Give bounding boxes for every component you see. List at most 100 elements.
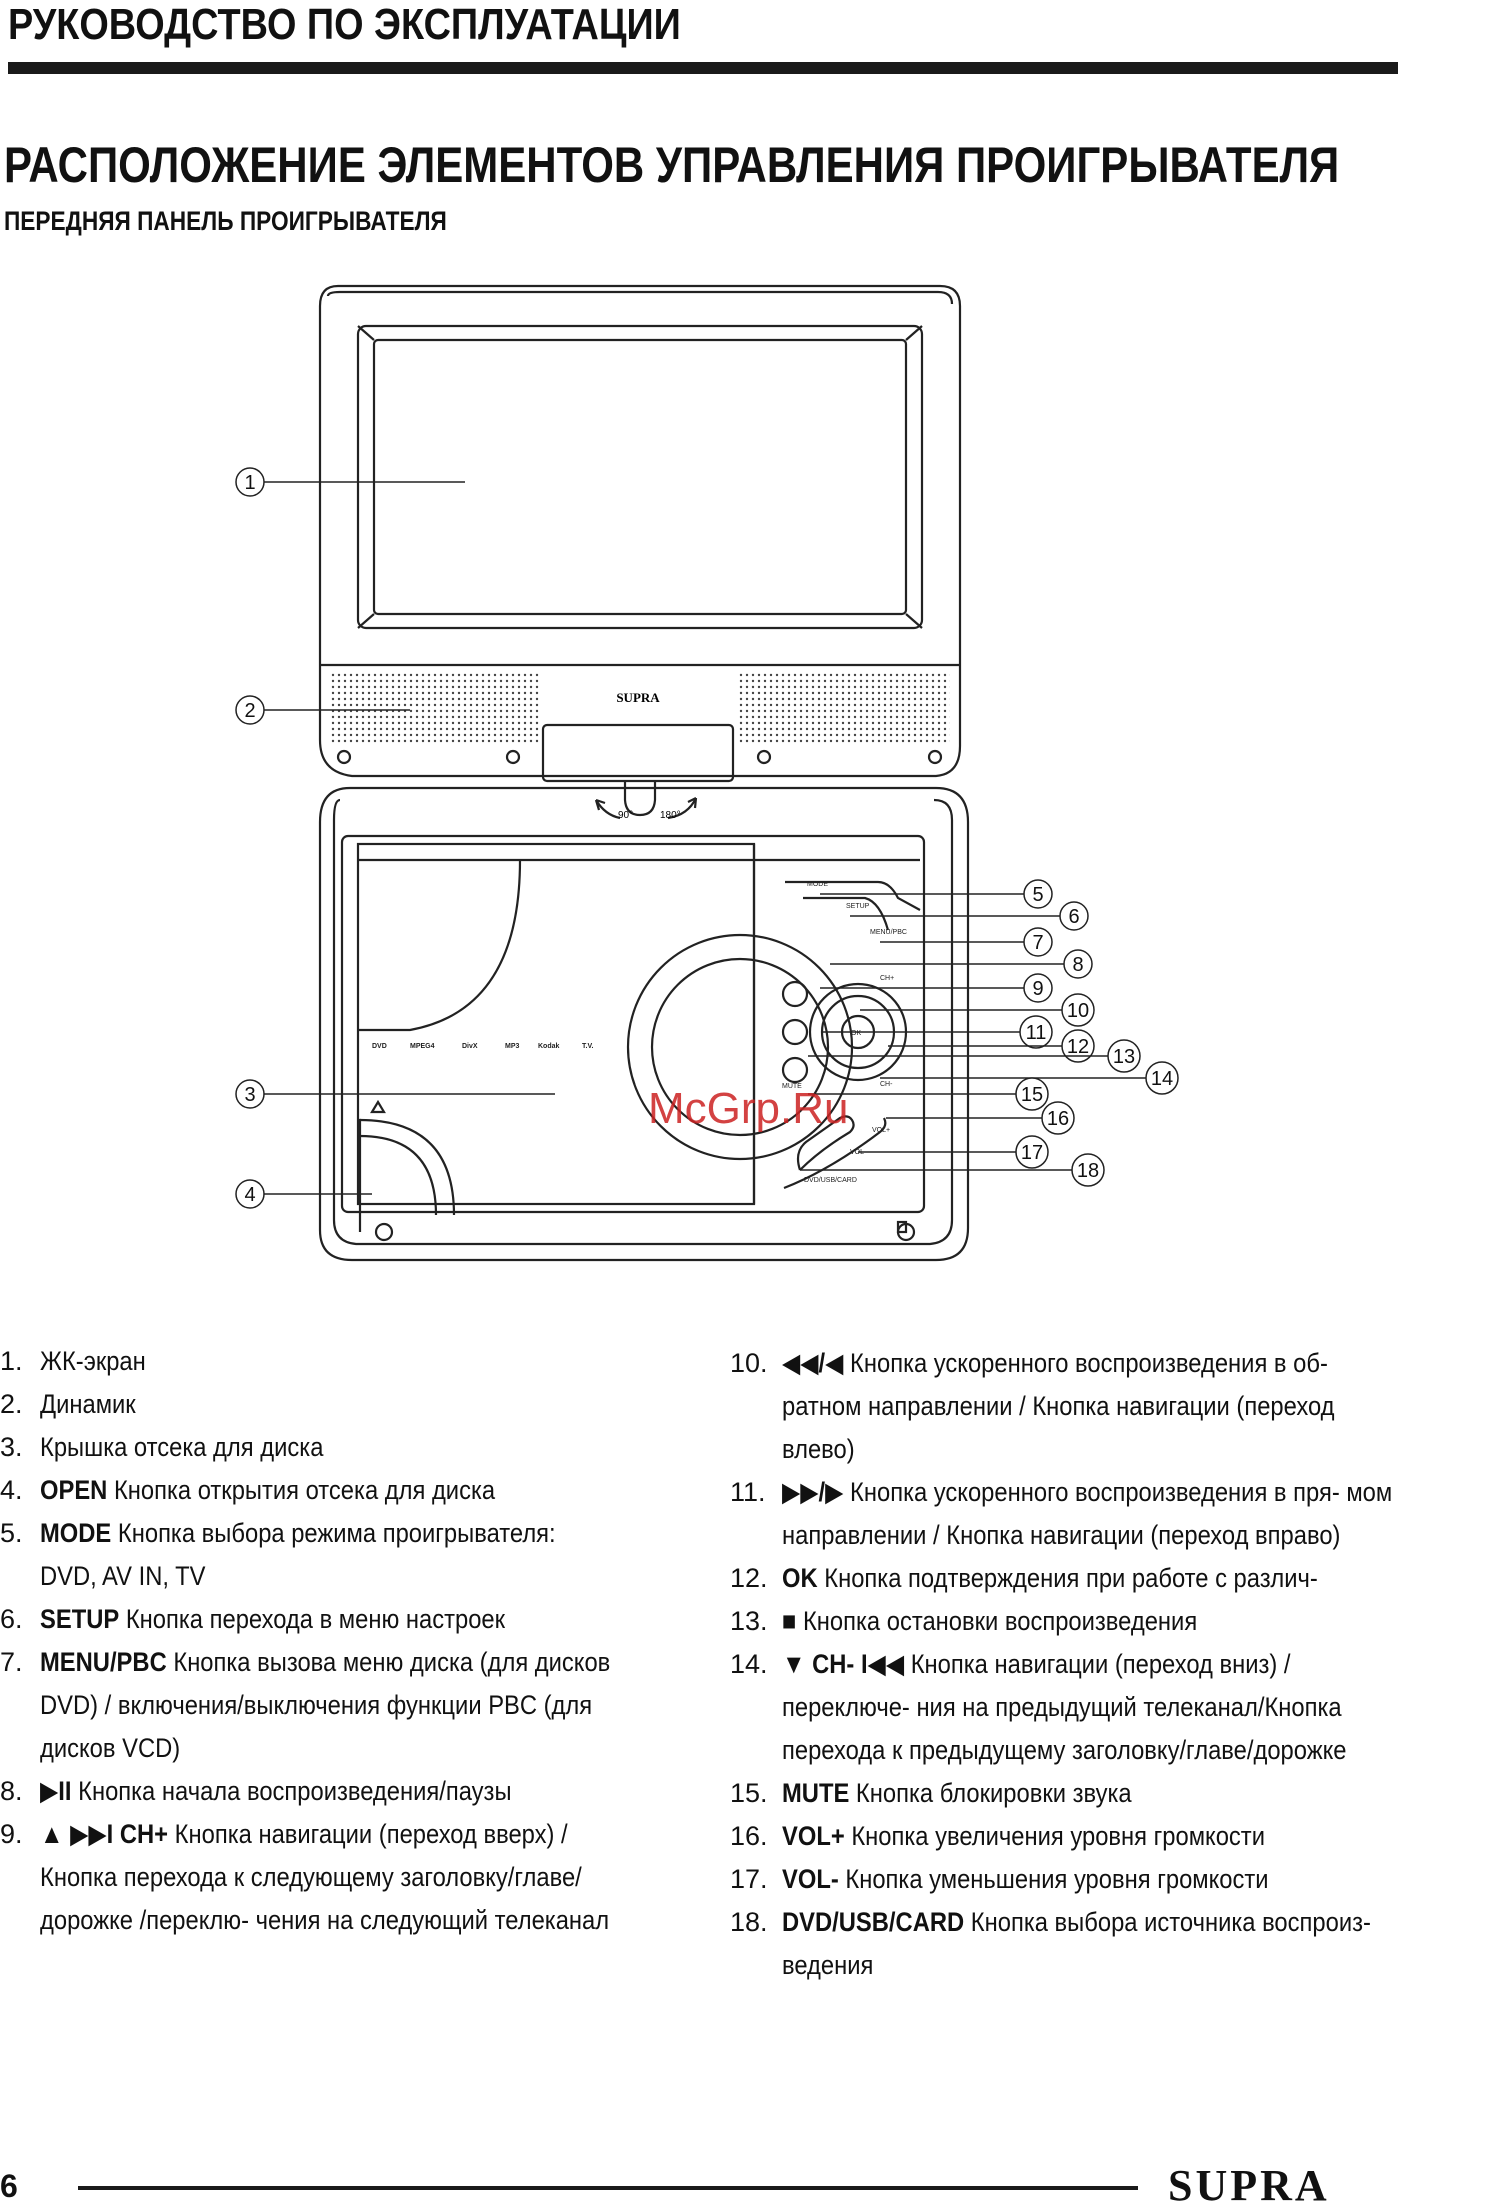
- callout-9: 9: [820, 973, 1053, 1003]
- list-item-key: OK: [782, 1563, 818, 1593]
- list-item-number: 9.: [0, 1819, 23, 1849]
- svg-text:5: 5: [1032, 884, 1043, 906]
- list-item: 6.SETUP Кнопка перехода в меню настроек: [0, 1598, 690, 1641]
- list-item-body: ▶II Кнопка начала воспроизведения/паузы: [40, 1770, 612, 1813]
- list-item: 5.MODE Кнопка выбора режима проигрывател…: [0, 1512, 690, 1598]
- svg-text:Kodak: Kodak: [538, 1043, 560, 1050]
- list-item-number: 17.: [730, 1864, 768, 1894]
- callout-7: 7: [880, 927, 1053, 957]
- list-item: 4.OPEN Кнопка открытия отсека для диска: [0, 1469, 690, 1512]
- svg-text:SETUP: SETUP: [846, 903, 870, 910]
- list-item: 18. DVD/USB/CARD Кнопка выбора источника …: [730, 1901, 1485, 1987]
- brand-logo: SUPRA: [1168, 2161, 1330, 2210]
- list-item-text: Динамик: [40, 1389, 136, 1419]
- list-item-text: Кнопка выбора режима проигрывателя: DVD,…: [40, 1518, 556, 1591]
- list-item-body: ▲ ▶▶I CH+ Кнопка навигации (переход ввер…: [40, 1813, 612, 1942]
- list-item-text: Кнопка остановки воспроизведения: [802, 1606, 1198, 1636]
- svg-text:13: 13: [1113, 1046, 1135, 1068]
- list-item-text: Кнопка выбора источника воспроиз- ведени…: [782, 1907, 1371, 1980]
- list-item-number: 14.: [730, 1649, 768, 1679]
- list-item-text: Крышка отсека для диска: [40, 1432, 324, 1462]
- list-item-text: Кнопка блокировки звука: [855, 1778, 1132, 1808]
- list-item-key: DVD/USB/CARD: [782, 1907, 965, 1937]
- list-item-text: Кнопка подтверждения при работе с различ…: [824, 1563, 1318, 1593]
- list-item-number: 6.: [0, 1604, 23, 1634]
- callout-5: 5: [820, 879, 1053, 909]
- svg-text:18: 18: [1077, 1160, 1099, 1182]
- svg-text:T.V.: T.V.: [582, 1043, 593, 1050]
- list-item-text: Кнопка начала воспроизведения/паузы: [78, 1776, 512, 1806]
- callout-11: 11: [822, 1015, 1053, 1049]
- list-item: 13.■ Кнопка остановки воспроизведения: [730, 1600, 1485, 1643]
- list-item: 2. Динамик: [0, 1383, 690, 1426]
- svg-text:180°: 180°: [660, 810, 681, 821]
- list-item-number: 5.: [0, 1518, 23, 1548]
- list-item-text: Кнопка навигации (переход вниз) / перекл…: [782, 1649, 1347, 1765]
- base-outline: [318, 786, 970, 1262]
- list-item-number: 11.: [730, 1477, 766, 1507]
- list-item-key: MUTE: [782, 1778, 850, 1808]
- list-item-body: Крышка отсека для диска: [40, 1426, 612, 1469]
- callout-10: 10: [860, 993, 1095, 1027]
- svg-text:CH+: CH+: [880, 975, 894, 982]
- list-item-key: ▼ CH- I◀◀: [782, 1649, 905, 1679]
- list-item: 9. ▲ ▶▶I CH+ Кнопка навигации (переход вв…: [0, 1813, 690, 1942]
- parts-list-right: 10. ◀◀/◀ Кнопка ускоренного воспроизведен…: [730, 1342, 1485, 1987]
- list-item-number: 8.: [0, 1776, 23, 1806]
- list-item-key: ◀◀/◀: [782, 1348, 844, 1378]
- svg-text:6: 6: [1068, 906, 1079, 928]
- svg-text:17: 17: [1021, 1142, 1043, 1164]
- list-item-text: Кнопка уменьшения уровня громкости: [845, 1864, 1269, 1894]
- svg-text:DVD/USB/CARD: DVD/USB/CARD: [804, 1177, 857, 1184]
- list-item-body: Динамик: [40, 1383, 612, 1426]
- list-item: 7. MENU/PBC Кнопка вызова меню диска (для…: [0, 1641, 690, 1770]
- list-item-body: VOL+ Кнопка увеличения уровня громкости: [782, 1815, 1401, 1858]
- svg-text:3: 3: [244, 1084, 255, 1106]
- list-item: 17.VOL- Кнопка уменьшения уровня громкос…: [730, 1858, 1485, 1901]
- lid-outline: [318, 284, 962, 778]
- svg-text:90°: 90°: [618, 810, 633, 821]
- svg-text:12: 12: [1067, 1036, 1089, 1058]
- list-item-number: 1.: [0, 1346, 23, 1376]
- svg-text:9: 9: [1032, 978, 1043, 1000]
- list-item: 1. ЖК-экран: [0, 1340, 690, 1383]
- list-item-key: ▶▶/▶: [782, 1477, 844, 1507]
- svg-text:7: 7: [1032, 932, 1043, 954]
- list-item-text: Кнопка навигации (переход вверх) /Кнопка…: [40, 1819, 610, 1935]
- player-diagram: SUPRA 90° 180° MODE SETUP MENU/PBC CH+: [235, 284, 1179, 1262]
- callout-2: 2: [235, 695, 410, 725]
- list-item-key: ▶II: [40, 1776, 72, 1806]
- list-item-number: 2.: [0, 1389, 23, 1419]
- list-item-number: 18.: [730, 1907, 768, 1937]
- svg-text:MODE: MODE: [807, 881, 828, 888]
- callout-4: 4: [235, 1179, 372, 1209]
- list-item-text: ЖК-экран: [40, 1346, 146, 1376]
- svg-text:OK: OK: [851, 1030, 861, 1037]
- list-item: 12.OK Кнопка подтверждения при работе с …: [730, 1557, 1485, 1600]
- callout-3: 3: [235, 1079, 555, 1109]
- list-item-body: MENU/PBC Кнопка вызова меню диска (для д…: [40, 1641, 612, 1770]
- list-item-body: ■ Кнопка остановки воспроизведения: [782, 1600, 1401, 1643]
- list-item-body: ◀◀/◀ Кнопка ускоренного воспроизведения …: [782, 1342, 1401, 1471]
- svg-text:MUTE: MUTE: [782, 1083, 802, 1090]
- list-item-body: DVD/USB/CARD Кнопка выбора источника вос…: [782, 1901, 1401, 1987]
- callout-15: 15: [808, 1077, 1049, 1111]
- list-item-text: Кнопка увеличения уровня громкости: [851, 1821, 1265, 1851]
- list-item: 15.MUTE Кнопка блокировки звука: [730, 1772, 1485, 1815]
- list-item-key: ■: [782, 1606, 797, 1636]
- left-speaker: [330, 672, 540, 744]
- list-item-body: ▼ CH- I◀◀ Кнопка навигации (переход вниз…: [782, 1643, 1401, 1772]
- list-item-number: 10.: [730, 1348, 768, 1378]
- list-item: 3. Крышка отсека для диска: [0, 1426, 690, 1469]
- list-item-key: OPEN: [40, 1475, 108, 1505]
- list-item: 8. ▶II Кнопка начала воспроизведения/пауз…: [0, 1770, 690, 1813]
- right-speaker: [738, 672, 950, 744]
- callout-13: 13: [808, 1039, 1141, 1073]
- list-item-body: ▶▶/▶ Кнопка ускоренного воспроизведения …: [782, 1471, 1401, 1557]
- list-item: 11. ▶▶/▶ Кнопка ускоренного воспроизведен…: [730, 1471, 1485, 1557]
- list-item-number: 7.: [0, 1647, 23, 1677]
- callout-16: 16: [886, 1101, 1075, 1135]
- list-item-body: MUTE Кнопка блокировки звука: [782, 1772, 1401, 1815]
- svg-text:DVD: DVD: [372, 1043, 387, 1050]
